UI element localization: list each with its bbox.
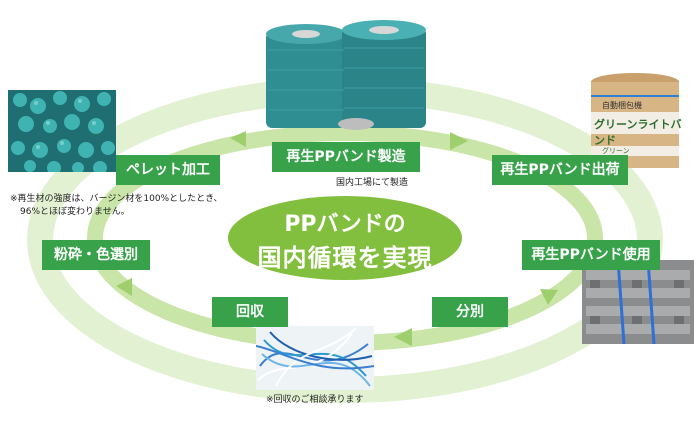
step-collect-label: 回収 <box>212 297 288 327</box>
cycle-arrow-top-left <box>230 131 246 147</box>
step-crush-label: 粉砕・色選別 <box>42 240 150 270</box>
step-sort-label: 分別 <box>432 297 508 327</box>
recycled-pellets-image <box>8 90 116 172</box>
box-label-brand: グリーンライトバンド <box>594 118 682 147</box>
step-manufacture-label: 再生PPバンド製造 <box>272 142 420 172</box>
cycle-arrow-bottom <box>394 328 412 346</box>
pp-band-coils-image <box>266 20 426 130</box>
box-label-bottom: グリーン <box>602 147 630 155</box>
cycle-arrow-left <box>116 278 132 296</box>
collected-bands-image <box>256 326 374 390</box>
product-box-image: 自動梱包機 グリーンライトバンド グリーン <box>580 72 690 172</box>
center-message-line2: 国内循環を実現 <box>257 244 433 272</box>
cycle-arrow-right <box>540 289 558 305</box>
step-pellet-label: ペレット加工 <box>116 155 220 185</box>
cycle-arrow-top <box>450 132 468 150</box>
box-label-top: 自動梱包機 <box>602 101 642 110</box>
domestic-factory-note: 国内工場にて製造 <box>336 178 409 188</box>
banded-pallet-image <box>582 260 694 344</box>
step-ship-label: 再生PPバンド出荷 <box>492 155 628 185</box>
center-message: PPバンドの 国内循環を実現 <box>228 196 462 280</box>
strength-note-line1: ※再生材の強度は、バージン材を100%としたとき、 <box>10 194 223 204</box>
step-use-label: 再生PPバンド使用 <box>522 240 660 270</box>
strength-note-line2: 96%とほぼ変わりません。 <box>20 207 130 217</box>
center-message-line1: PPバンドの <box>284 212 406 237</box>
collection-consult-note: ※回収のご相談承ります <box>266 395 364 405</box>
